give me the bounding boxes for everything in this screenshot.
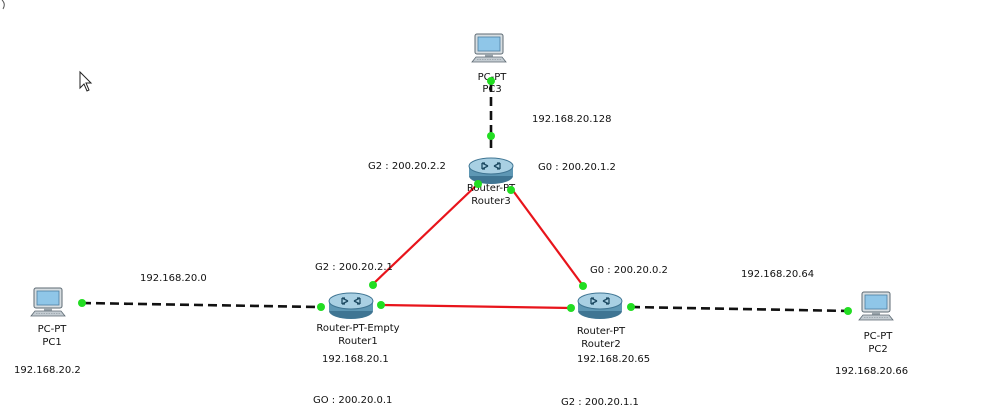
- interface-label-router2-g2: G2 : 200.20.1.1: [561, 397, 639, 408]
- links: [81, 83, 850, 313]
- interface-label-router1-g2: G2 : 200.20.2.1: [315, 262, 393, 273]
- device-name-label: Router3: [471, 196, 511, 207]
- router-icon: [328, 292, 374, 320]
- link-up-dot: [369, 281, 377, 289]
- device-pc2[interactable]: PC-PT PC2: [858, 291, 894, 355]
- link-up-dot: [377, 301, 385, 309]
- pc-icon: [471, 33, 507, 63]
- link-up-dot: [567, 304, 575, 312]
- router-icon: [468, 157, 514, 185]
- link-router2-pc2[interactable]: [630, 305, 850, 313]
- device-pc1[interactable]: PC-PT PC1: [30, 287, 68, 348]
- link-up-dot: [844, 307, 852, 315]
- pc-icon: [858, 291, 894, 321]
- interface-label-router1-g0: GO : 200.20.0.1: [313, 395, 392, 406]
- link-status-dots: [78, 77, 852, 315]
- link-up-dot: [474, 180, 482, 188]
- link-pc1-router1[interactable]: [81, 301, 321, 309]
- link-up-dot: [487, 132, 495, 140]
- mouse-pointer-icon: [79, 70, 93, 92]
- device-type-label: Router-PT: [467, 183, 516, 194]
- interface-label-router2-g0: G0 : 200.20.0.2: [590, 265, 668, 276]
- interface-label-router3-g0: G0 : 200.20.1.2: [538, 162, 616, 173]
- network-label-pc3: 192.168.20.128: [532, 114, 612, 125]
- link-up-dot: [487, 77, 495, 85]
- link-router3-router2[interactable]: [510, 187, 582, 284]
- annotations: 192.168.20.128 G2 : 200.20.2.2 G0 : 200.…: [14, 114, 908, 408]
- device-pc3[interactable]: PC-PT PC3: [471, 33, 507, 95]
- ip-label-router2-lan: 192.168.20.65: [577, 354, 650, 365]
- network-label-pc2: 192.168.20.64: [741, 269, 814, 280]
- device-type-label: Router-PT: [577, 326, 626, 337]
- device-router3[interactable]: Router-PT Router3: [467, 157, 516, 207]
- device-name-label: PC1: [42, 337, 61, 348]
- ip-label-router1-lan: 192.168.20.1: [322, 354, 389, 365]
- ip-label-pc2: 192.168.20.66: [835, 366, 908, 377]
- device-type-label: PC-PT: [38, 324, 68, 335]
- link-up-dot: [507, 186, 515, 194]
- device-type-label: Router-PT-Empty: [316, 323, 399, 334]
- device-router2[interactable]: Router-PT Router2: [577, 292, 626, 350]
- edge-artifact: [1, 0, 5, 10]
- link-up-dot: [78, 299, 86, 307]
- device-type-label: PC-PT: [864, 331, 894, 342]
- interface-label-router3-g2: G2 : 200.20.2.2: [368, 161, 446, 172]
- link-up-dot: [627, 303, 635, 311]
- link-router1-router2[interactable]: [381, 303, 572, 310]
- device-router1[interactable]: Router-PT-Empty Router1: [316, 292, 400, 347]
- link-router3-router1[interactable]: [371, 179, 483, 286]
- link-up-dot: [317, 303, 325, 311]
- device-name-label: PC2: [868, 344, 887, 355]
- router-icon: [577, 292, 623, 320]
- device-name-label: Router1: [338, 336, 378, 347]
- network-label-pc1: 192.168.20.0: [140, 273, 207, 284]
- pc-icon: [30, 287, 66, 317]
- device-name-label: PC3: [482, 84, 501, 95]
- device-name-label: Router2: [581, 339, 621, 350]
- link-up-dot: [579, 282, 587, 290]
- ip-label-pc1: 192.168.20.2: [14, 365, 81, 376]
